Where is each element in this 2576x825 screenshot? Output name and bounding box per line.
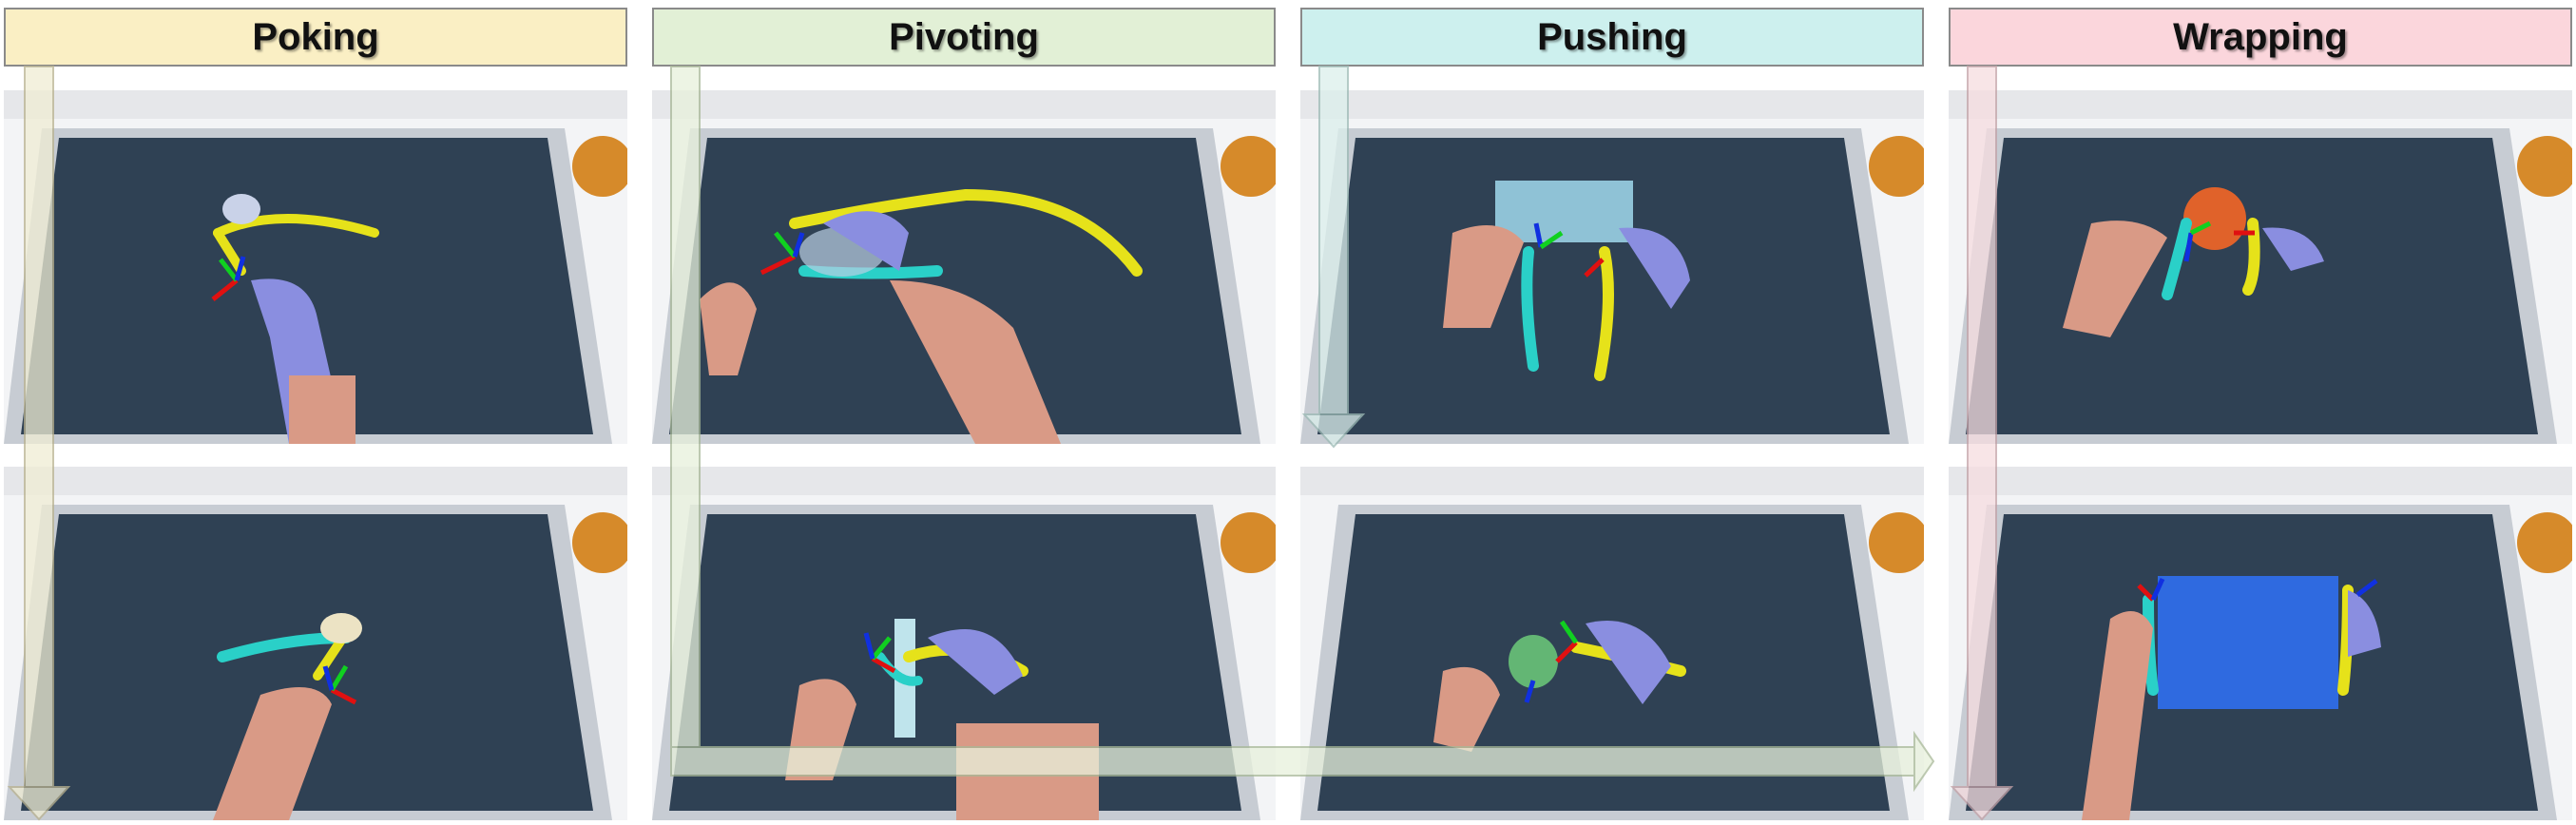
bare-hand [213,687,332,820]
axis-x [211,278,239,301]
column-header-wrapping: Wrapping [1949,8,2572,67]
trajectory-yellow [2337,585,2354,696]
column-header-poking: Poking [4,8,627,67]
gloved-hand [1619,227,1690,309]
work-mat [1317,514,1890,811]
photo-pushing-top [1300,90,1924,444]
column-poking: Poking [0,0,631,825]
gloved-hand [823,211,909,271]
object [222,194,260,224]
column-wrapping: Wrapping [1945,0,2576,825]
photo-wrapping-top [1949,90,2572,444]
axis-z [234,256,246,281]
column-pushing: Pushing [1297,0,1928,825]
photo-pivoting-top [652,90,1276,444]
work-mat [21,514,593,811]
column-header-pushing: Pushing [1300,8,1924,67]
photo-wrapping-bottom [1949,467,2572,820]
basket [1495,181,1633,242]
gloved-hand [1586,621,1671,704]
object [1509,635,1558,688]
photo-poking-top [4,90,627,444]
work-mat [669,138,1241,434]
photo-pushing-bottom [1300,467,1924,820]
gloved-hand [2262,227,2324,271]
work-mat [669,514,1241,811]
robot-arm [572,136,627,197]
trajectory-cyan [875,652,923,686]
basket [2158,576,2338,709]
column-pivoting: Pivoting [648,0,1279,825]
trajectory-cyan [2162,218,2192,300]
bare-hand [1443,225,1524,328]
photo-pivoting-bottom [652,467,1276,820]
bare-hand [2082,611,2153,820]
bare-hand [700,282,757,375]
axis-y [219,258,239,282]
object [320,613,362,643]
trajectory-cyan [1521,246,1539,372]
trajectory-yellow [789,188,1143,277]
gloved-hand [928,629,1023,695]
trajectory-yellow [213,214,379,238]
work-mat [21,138,593,434]
trajectory-yellow [1594,246,1614,381]
ball [2183,187,2246,250]
column-header-pivoting: Pivoting [652,8,1276,67]
bare-hand [2063,221,2167,337]
photo-poking-bottom [4,467,627,820]
gloved-hand [2348,590,2381,657]
bare-hand [1433,666,1500,752]
